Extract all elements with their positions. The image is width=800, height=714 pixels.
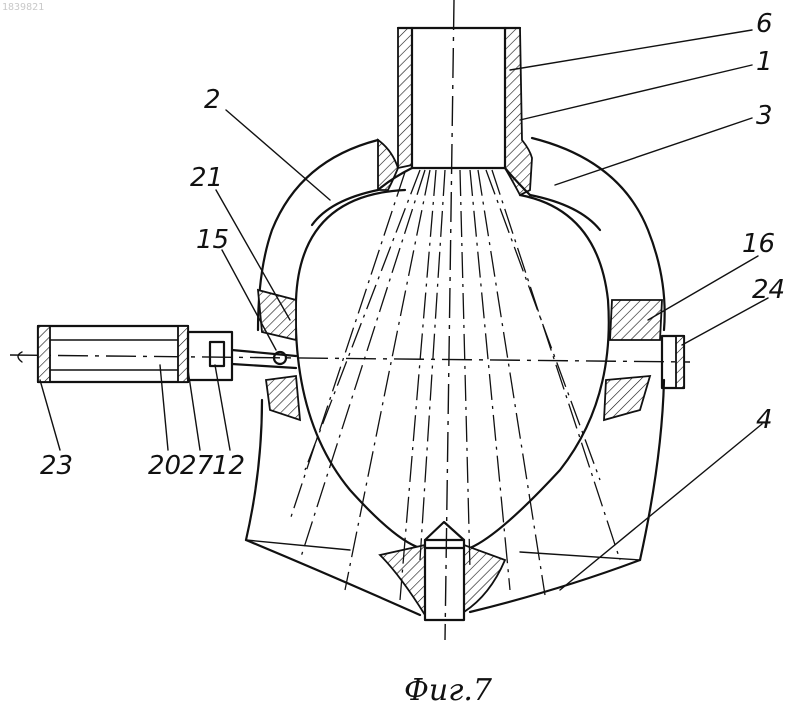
right-wall-section-lower — [604, 376, 650, 420]
label-1: 1 — [756, 47, 773, 77]
label-6: 6 — [756, 9, 773, 39]
horizontal-axis — [10, 355, 690, 362]
left-wall-section-lower — [266, 376, 300, 420]
label-23: 23 — [40, 451, 73, 481]
vertical-axis — [445, 0, 454, 640]
label-27: 27 — [180, 451, 214, 481]
label-15: 15 — [196, 225, 229, 255]
figure-caption: Фиг.7 — [404, 673, 493, 708]
watermark-text: 1839821 — [2, 2, 44, 13]
label-24: 24 — [752, 275, 785, 305]
spray-jets — [290, 170, 620, 600]
actuator-assembly — [18, 326, 296, 382]
label-21: 21 — [190, 163, 223, 193]
label-3: 3 — [756, 101, 773, 131]
label-12: 12 — [212, 451, 245, 481]
inner-chamber — [296, 190, 609, 548]
right-wall-section — [610, 300, 662, 340]
nozzle-pipe — [378, 28, 532, 195]
label-16: 16 — [742, 229, 775, 259]
label-2: 2 — [204, 85, 221, 115]
label-4: 4 — [756, 405, 773, 435]
label-20: 20 — [148, 451, 181, 481]
